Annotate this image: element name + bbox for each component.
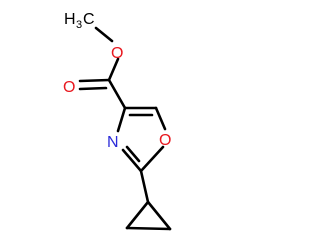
methyl-label-c: C xyxy=(83,11,95,28)
bonds xyxy=(78,26,172,231)
bond-cyclopropyl-a xyxy=(125,200,150,230)
bond-o-carbonyl xyxy=(107,57,120,82)
bond-cyclopropyl-b xyxy=(125,226,172,231)
methyl-label-h: H xyxy=(64,11,76,28)
carbonyl-oxygen-label: O xyxy=(63,79,75,96)
bond-methyl-o xyxy=(94,26,114,43)
bond-c5-o1 xyxy=(154,106,167,131)
structure-drawing: H 3 C O O N O xyxy=(63,11,172,231)
bond-n3-c4 xyxy=(116,106,127,133)
bond-carbonyl-double-b xyxy=(78,86,108,91)
bond-carbonyl-c4 xyxy=(107,78,127,110)
bond-c2-cyclopropyl xyxy=(139,169,150,204)
bond-o1-c2 xyxy=(139,145,165,173)
bond-c2-n3 xyxy=(121,148,143,173)
atom-labels: H 3 C O O N O xyxy=(63,11,171,151)
ring-nitrogen-label: N xyxy=(107,134,119,151)
bond-cyclopropyl-c xyxy=(146,200,172,231)
bond-c2-n3-inner xyxy=(125,145,141,163)
ester-oxygen-label: O xyxy=(111,45,123,62)
methyl-subscript: 3 xyxy=(76,19,82,31)
ring-oxygen-label: O xyxy=(159,132,171,149)
bond-carbonyl-double-a xyxy=(78,78,111,83)
